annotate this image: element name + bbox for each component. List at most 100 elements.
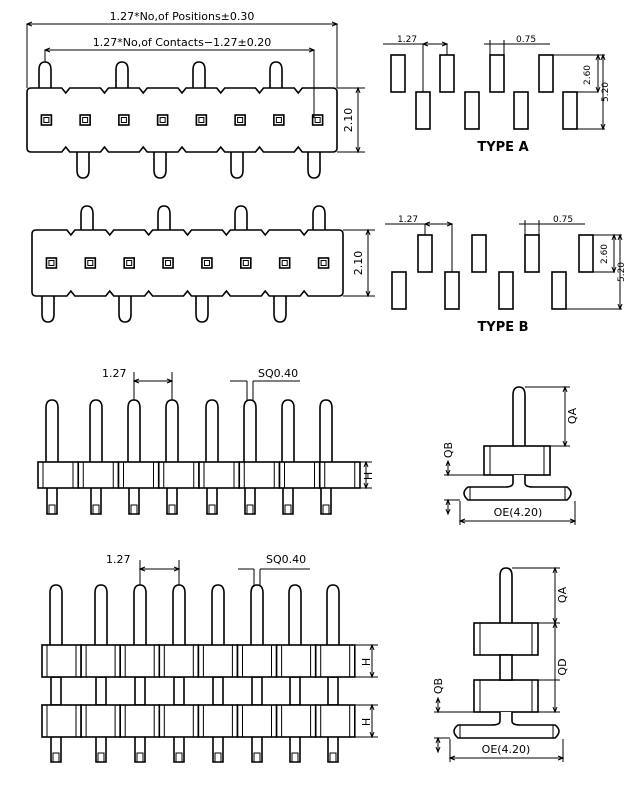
arrow: [435, 696, 441, 704]
double-oe-dim: OE(4.20): [482, 743, 531, 756]
pin-mid: [251, 676, 263, 706]
pin: [133, 584, 147, 646]
housing-block: [314, 704, 356, 738]
type-b-width: 0.75: [553, 215, 573, 225]
arrow: [132, 378, 140, 384]
single-oe-dim: OE(4.20): [494, 506, 543, 519]
double-end-view: [434, 566, 565, 762]
footprint-type-a: [383, 40, 606, 131]
contact-square: [45, 257, 58, 269]
tail-tip: [52, 752, 60, 763]
tail-tip: [253, 752, 261, 763]
arrow: [173, 566, 181, 572]
tail-tip: [92, 504, 100, 515]
pin: [243, 399, 257, 463]
housing-block: [314, 644, 356, 678]
pin: [76, 151, 90, 179]
double-row-side-view: [41, 560, 378, 763]
housing-block: [41, 644, 82, 678]
pin: [195, 295, 209, 323]
pad-bottom: [444, 271, 460, 310]
pin: [319, 399, 333, 463]
pin: [273, 295, 287, 323]
pin-mid: [289, 676, 301, 706]
housing: [26, 87, 338, 153]
arrow: [435, 736, 441, 744]
pad-top: [471, 234, 487, 273]
contact-square-inner: [87, 260, 94, 266]
pin: [38, 61, 52, 89]
type-a-width: 0.75: [516, 35, 536, 45]
pin: [41, 295, 55, 323]
contact-square-inner: [43, 117, 50, 123]
bent-tail: [463, 475, 572, 501]
pin: [312, 205, 326, 231]
tail-tip: [168, 504, 176, 515]
arrow: [552, 621, 558, 629]
pad-top: [524, 234, 540, 273]
pin: [307, 151, 321, 179]
tail-tip: [208, 504, 216, 515]
arrow: [445, 498, 451, 506]
contact-square: [40, 114, 53, 126]
type-b-total: 5.20: [617, 262, 627, 282]
pin: [153, 151, 167, 179]
footprint-type-b: [385, 220, 623, 311]
arrow: [557, 755, 565, 761]
type-b-offset: 2.60: [600, 244, 610, 264]
pad-bottom: [498, 271, 514, 310]
pad-bottom: [415, 91, 431, 130]
pin: [211, 584, 225, 646]
contact-square: [162, 257, 174, 269]
pad-bottom: [513, 91, 529, 130]
pin: [499, 567, 513, 623]
contact-square: [195, 114, 208, 126]
arrow: [458, 518, 466, 524]
arrow: [43, 47, 51, 53]
pin-mid: [173, 676, 185, 706]
arrow: [445, 459, 451, 467]
contact-square-inner: [159, 117, 166, 123]
single-qa-dim: QA: [566, 407, 579, 424]
pin: [118, 295, 132, 323]
arrow: [369, 671, 375, 679]
arrow: [369, 703, 375, 711]
housing-block: [37, 461, 80, 489]
double-qa-dim: QA: [556, 586, 569, 603]
tail-tip: [329, 752, 337, 763]
contact-square-inner: [165, 260, 172, 266]
pin: [192, 61, 206, 89]
arrow: [365, 290, 371, 298]
arrow: [445, 508, 451, 516]
tail-tip: [284, 504, 292, 515]
overall-length-dim: 1.27*No,of Positions±0.30: [110, 10, 255, 23]
arrow: [552, 706, 558, 714]
pin: [512, 386, 526, 446]
housing-block: [158, 704, 200, 738]
tail-tip: [175, 752, 183, 763]
pin: [45, 399, 59, 463]
front-view-type-a: [25, 21, 365, 179]
housing-block: [157, 461, 200, 489]
pin: [288, 584, 302, 646]
contact-square: [79, 114, 91, 126]
pad-top: [417, 234, 433, 273]
pin-mid: [134, 676, 146, 706]
pad-bottom: [464, 91, 480, 130]
pad-top: [489, 54, 505, 93]
pin: [250, 584, 264, 646]
contact-square: [123, 257, 135, 269]
contact-square: [278, 257, 291, 269]
arrow: [365, 228, 371, 236]
single-qb-dim: QB: [442, 442, 455, 458]
single-end-view: [444, 385, 577, 525]
arrow: [369, 643, 375, 651]
contact-square-inner: [203, 260, 210, 266]
housing: [31, 229, 344, 297]
housing-block: [80, 644, 121, 678]
pin: [234, 205, 248, 231]
housing-block: [158, 644, 200, 678]
contact-square: [234, 114, 246, 126]
pin: [205, 399, 219, 463]
pad-top: [578, 234, 594, 273]
